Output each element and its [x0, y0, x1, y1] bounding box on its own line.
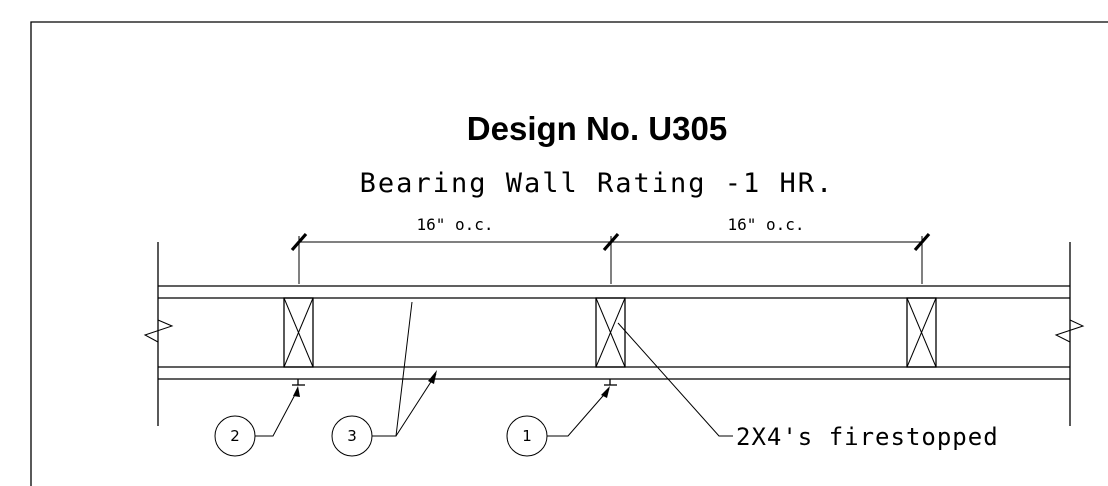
stud-middle	[595, 297, 626, 368]
callout-2	[214, 386, 300, 457]
dimension-right-label: 16" o.c.	[727, 215, 804, 234]
dim-tick-left	[290, 232, 308, 252]
callout-2-number: 2	[230, 427, 240, 445]
wallboard-bottom	[158, 366, 1070, 380]
callout-3-number: 3	[347, 427, 357, 445]
dim-tick-mid	[602, 232, 620, 252]
stud-left	[283, 297, 314, 368]
break-symbol-left	[143, 319, 174, 343]
dim-tick-right	[913, 232, 931, 252]
callout-1	[506, 386, 610, 457]
nail-middle	[604, 379, 617, 386]
stud-right	[906, 297, 937, 368]
callout-3	[331, 301, 437, 457]
design-title: Design No. U305	[467, 110, 727, 147]
rating-subtitle: Bearing Wall Rating -1 HR.	[360, 168, 835, 199]
callout-1-number: 1	[522, 427, 532, 445]
wallboard-top	[158, 285, 1070, 299]
sheet-border	[30, 21, 1108, 486]
dimension-line	[290, 232, 931, 284]
studs-note-leader	[617, 322, 733, 437]
nail-left	[292, 379, 305, 386]
studs-note-label: 2X4's firestopped	[736, 423, 999, 451]
break-symbol-right	[1054, 319, 1085, 343]
dimension-left-label: 16" o.c.	[416, 215, 493, 234]
